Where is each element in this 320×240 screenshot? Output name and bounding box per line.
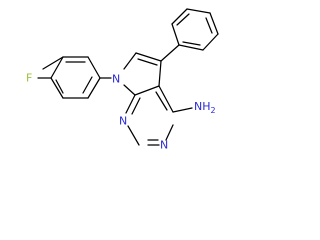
double-bond-inner — [131, 97, 141, 115]
double-bond-inner — [55, 79, 64, 94]
pyrrole-nitrogen-label: N — [112, 73, 120, 86]
fluorine-atom-label: F — [26, 72, 32, 85]
amine-group-label-main: NH — [194, 100, 211, 113]
amine-group-label-subscript: 2 — [211, 106, 216, 115]
amine-group-label: NH2 — [194, 100, 216, 115]
phenyl-ring — [171, 8, 219, 51]
bond — [87, 56, 101, 79]
double-bond-inner — [155, 91, 168, 111]
double-bond-inner — [137, 58, 158, 66]
bond — [209, 12, 219, 35]
bond — [202, 33, 219, 51]
bond — [171, 8, 188, 25]
pyrrole-ring — [123, 52, 162, 96]
bond — [135, 52, 162, 62]
bond — [50, 56, 64, 79]
bond — [127, 125, 140, 146]
molecule-structure-diagram: F N N N NH2 — [26, 8, 219, 152]
double-bond-inner — [182, 41, 201, 46]
fluorophenyl-ring — [42, 56, 101, 99]
bond — [171, 23, 180, 46]
bond — [87, 77, 101, 99]
bond — [134, 85, 160, 96]
bond — [158, 60, 162, 87]
bond — [123, 52, 137, 70]
bond — [50, 77, 64, 99]
pyrimidine-nitrogen-upper-label: N — [119, 115, 127, 128]
double-bond-inner — [176, 13, 190, 26]
bond — [178, 44, 204, 51]
pyrimidine-ring — [125, 85, 174, 146]
bond-c-phenyl — [160, 44, 180, 62]
double-bond-inner — [82, 76, 93, 94]
bond — [123, 84, 136, 96]
pyrimidine-nitrogen-lower-label: N — [160, 139, 168, 152]
double-bond-inner — [205, 17, 213, 34]
bond — [158, 85, 174, 113]
bond — [186, 8, 211, 14]
bond — [125, 94, 136, 114]
bond — [42, 56, 64, 70]
bond — [165, 124, 174, 141]
bond-c-nh2 — [172, 107, 193, 113]
